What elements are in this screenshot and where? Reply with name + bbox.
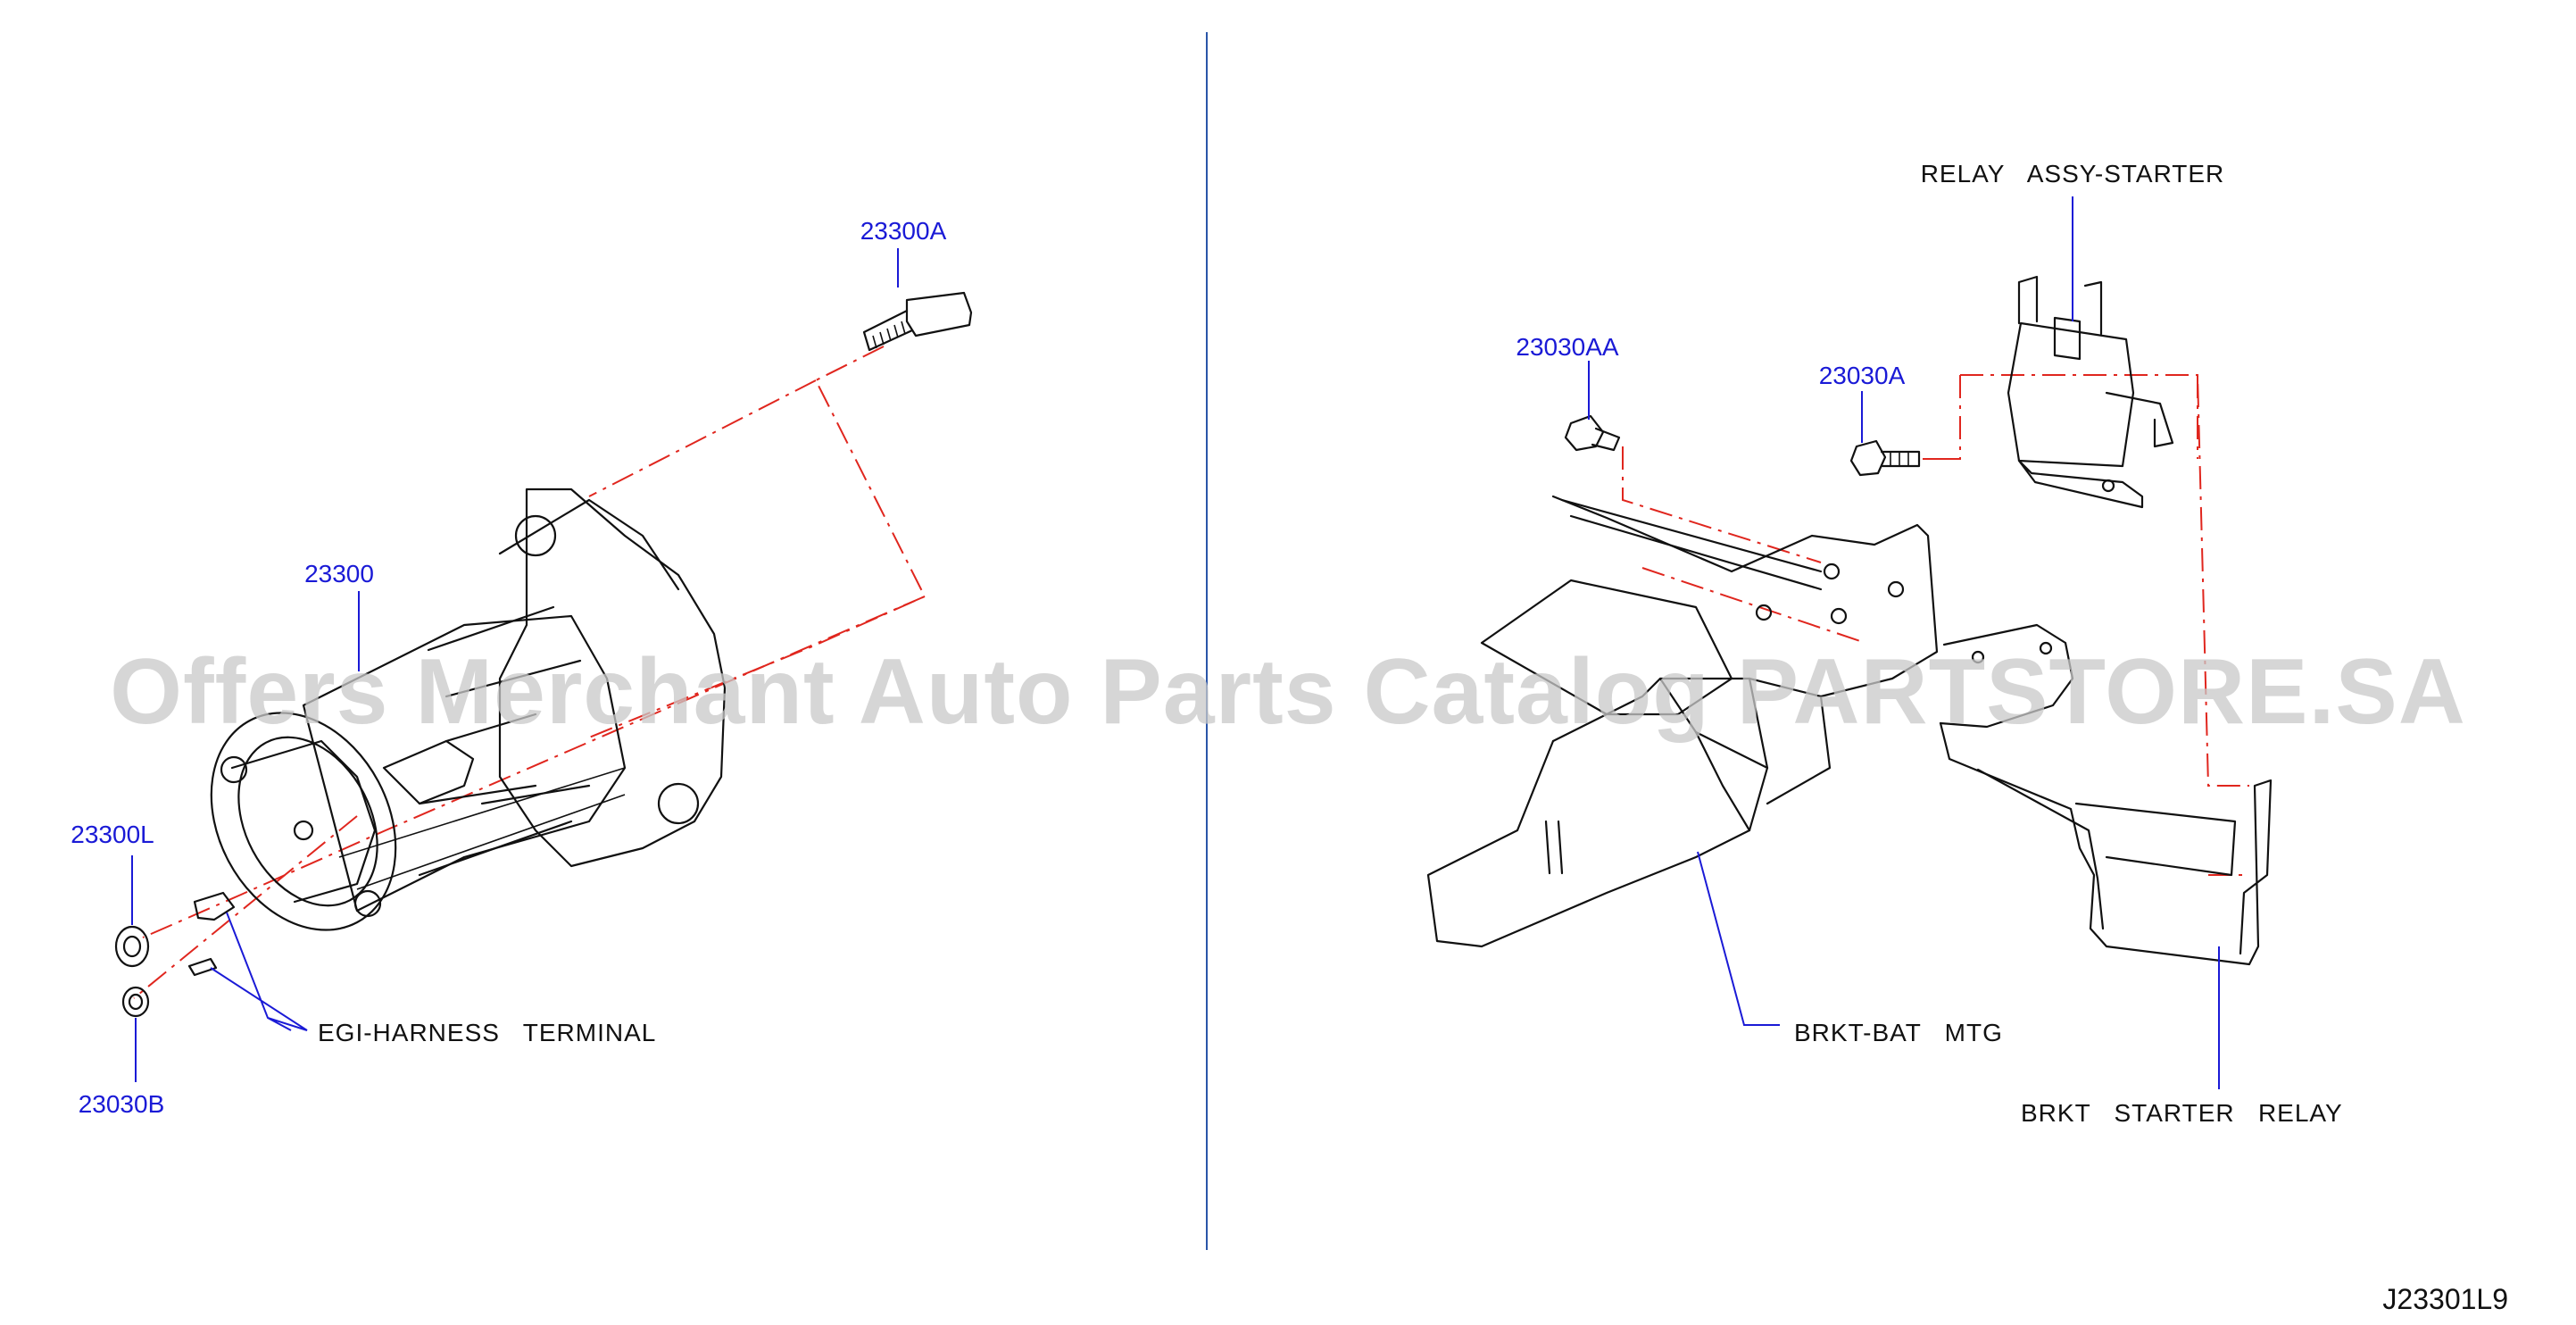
callout-23030a[interactable]: 23030A: [1819, 362, 1906, 389]
brkt-starter-relay-part[interactable]: [1939, 623, 2273, 966]
label-brkt-starter-relay: BRKT STARTER RELAY: [2021, 1099, 2343, 1127]
callout-23030b[interactable]: 23030B: [79, 1090, 165, 1118]
watermark: Offers Merchant Auto Parts Catalog PARTS…: [110, 640, 2466, 744]
label-relay-assy-starter: RELAY ASSY-STARTER: [1921, 160, 2225, 188]
bolt-23030a-part[interactable]: [1849, 439, 1921, 477]
label-brkt-bat-mtg: BRKT-BAT MTG: [1794, 1019, 2003, 1046]
callout-23300a[interactable]: 23300A: [860, 217, 947, 245]
relay-bracket-drawing: [1426, 275, 2273, 966]
label-egi-harness-terminal: EGI-HARNESS TERMINAL: [318, 1019, 656, 1046]
assembly-line-lower: [142, 596, 926, 938]
nut-23030b-part[interactable]: [121, 986, 150, 1018]
relay-assy-starter-part[interactable]: [2007, 275, 2174, 509]
callout-23030aa[interactable]: 23030AA: [1516, 333, 1619, 361]
diagram-id: J23301L9: [2382, 1283, 2508, 1315]
starter-motor-body[interactable]: [175, 488, 727, 962]
callout-23300l[interactable]: 23300L: [71, 821, 154, 848]
bolt-23300a-part[interactable]: [862, 291, 973, 352]
egi-harness-terminal-part[interactable]: [187, 891, 236, 977]
brkt-bat-mtg-part[interactable]: [1426, 495, 1939, 948]
right-leader-lines: [1588, 196, 2220, 1089]
assembly-line-nut: [133, 815, 358, 999]
nut-23300l-part[interactable]: [114, 925, 150, 968]
assembly-line-bolt: [588, 346, 927, 738]
callout-23300[interactable]: 23300: [304, 560, 374, 588]
starter-motor-drawing: [114, 291, 973, 1018]
assembly-line-bolt-aa: [1622, 446, 1866, 644]
left-leader-lines: [131, 248, 899, 1082]
assembly-line-upper: [588, 379, 817, 497]
bolt-23030aa-part[interactable]: [1564, 414, 1621, 452]
assembly-line-relay: [1923, 374, 2249, 787]
